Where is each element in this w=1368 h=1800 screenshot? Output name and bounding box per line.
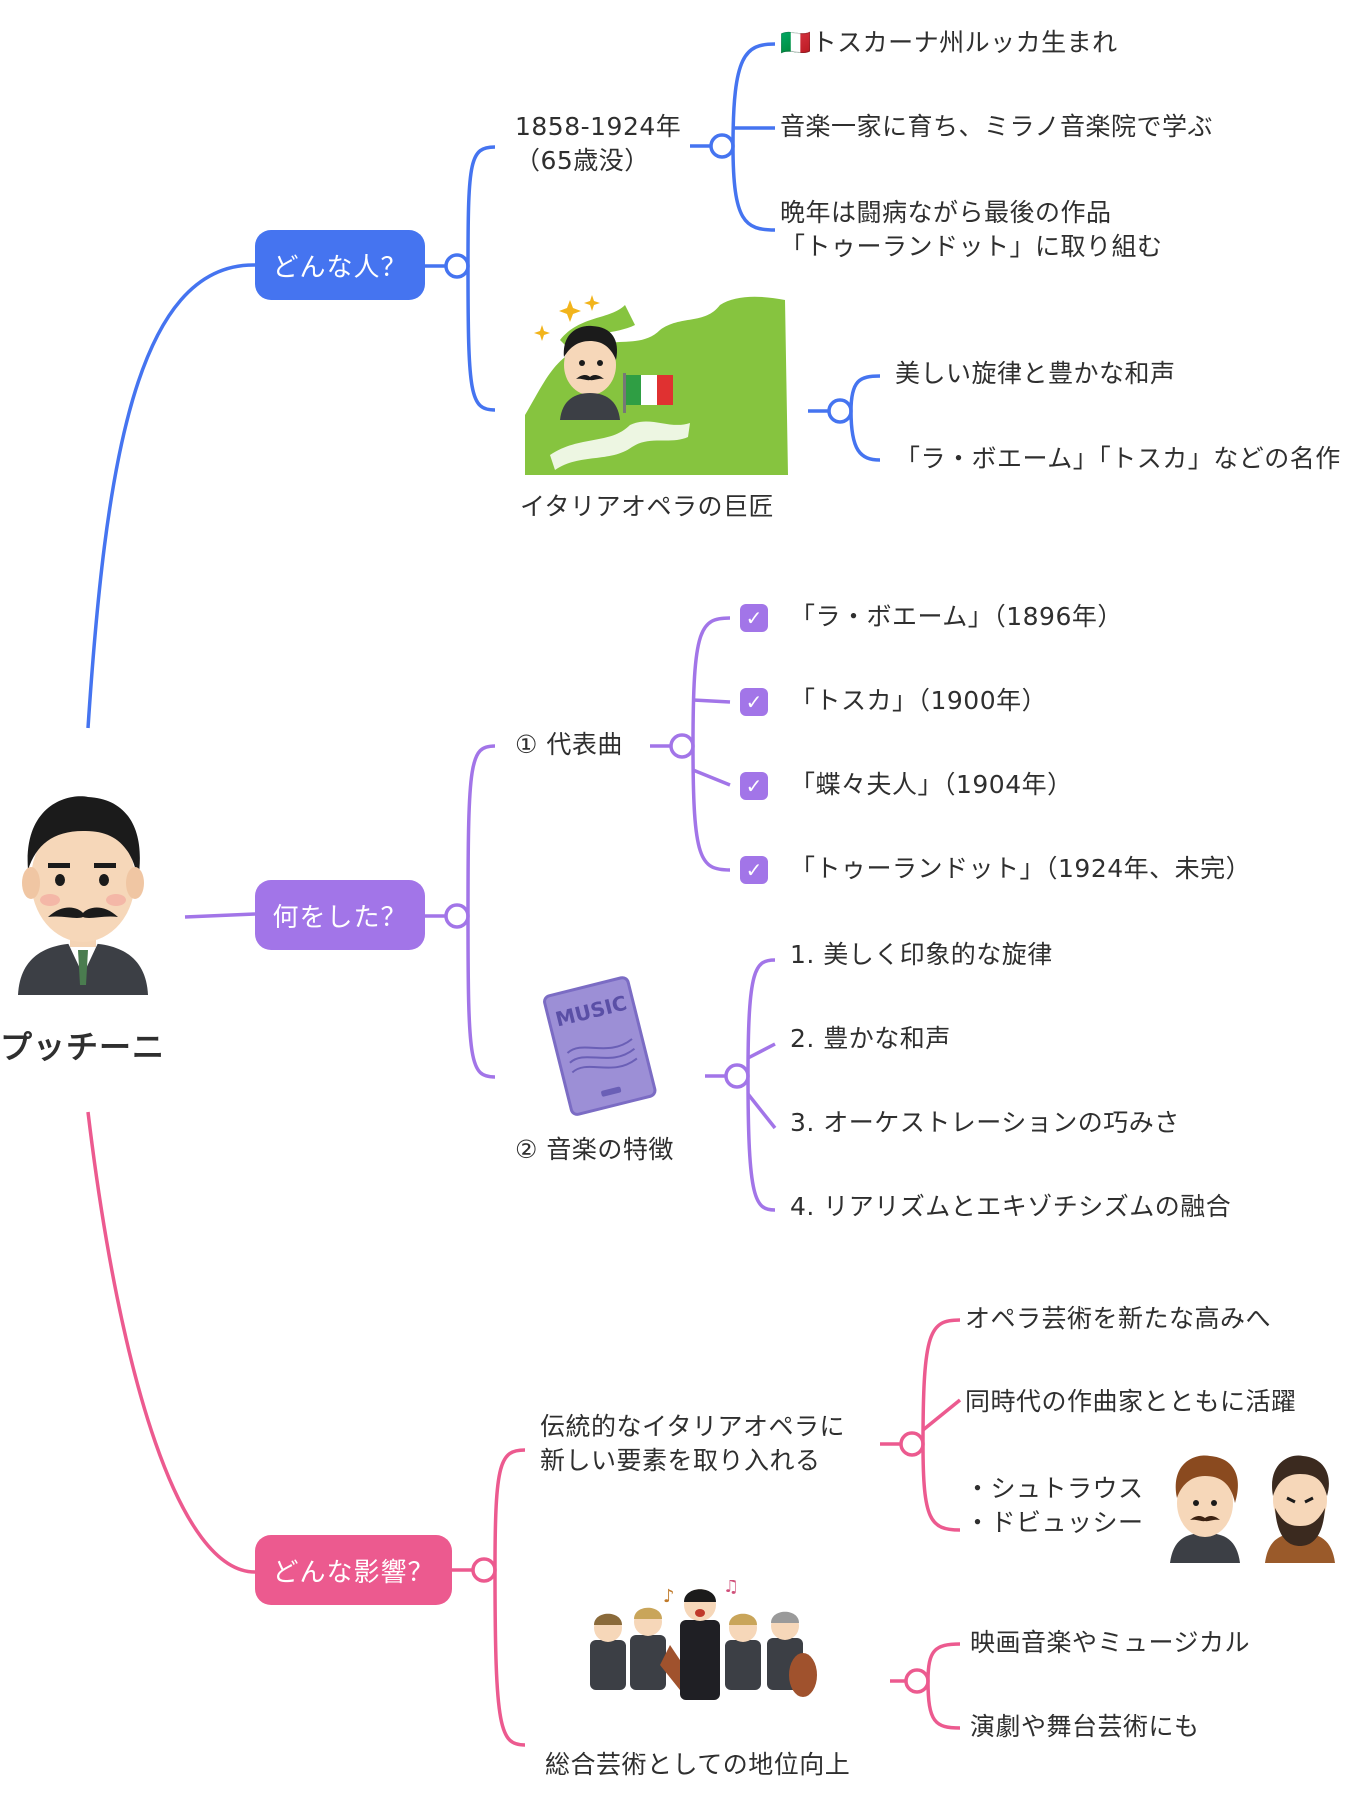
node-strauss-debussy[interactable]: ・シュトラウス ・ドビュッシー	[965, 1474, 1144, 1537]
topic-lifespan[interactable]: 1858-1924年 （65歳没）	[515, 112, 682, 175]
work-tosca[interactable]: 「トスカ」（1900年）	[790, 686, 1048, 715]
branch-influence[interactable]: どんな影響？	[255, 1535, 452, 1605]
feature-harmony[interactable]: 2. 豊かな和声	[790, 1024, 951, 1053]
feature-orchestration[interactable]: 3. オーケストレーションの巧みさ	[790, 1108, 1180, 1137]
node-film-musicals[interactable]: 映画音楽やミュージカル	[970, 1628, 1251, 1657]
branch-what[interactable]: 何をした？	[255, 880, 425, 950]
node-later-years[interactable]: 晩年は闘病ながら最後の作品 「トゥーランドット」に取り組む	[780, 198, 1163, 261]
node-masterpieces[interactable]: 「ラ・ボエーム」「トスカ」などの名作	[895, 444, 1341, 473]
topic-status-improvement[interactable]: 総合芸術としての地位向上	[545, 1750, 851, 1779]
root-topic[interactable]: プッチーニ	[0, 1028, 166, 1066]
checkbox-icon[interactable]: ✓	[740, 856, 768, 884]
topic-opera-master[interactable]: イタリアオペラの巨匠	[520, 492, 775, 521]
node-birthplace[interactable]: 🇮🇹トスカーナ州ルッカ生まれ	[780, 28, 1118, 57]
checkbox-icon[interactable]: ✓	[740, 772, 768, 800]
work-madama-butterfly[interactable]: 「蝶々夫人」（1904年）	[790, 770, 1073, 799]
puccini-portrait-icon	[18, 796, 148, 995]
work-la-boheme[interactable]: 「ラ・ボエーム」（1896年）	[790, 602, 1123, 631]
checkbox-icon[interactable]: ✓	[740, 604, 768, 632]
topic-musical-features[interactable]: ② 音楽の特徴	[515, 1135, 674, 1164]
italy-map-illustration-icon	[525, 295, 788, 475]
node-contemporaries[interactable]: 同時代の作曲家とともに活躍	[965, 1387, 1297, 1416]
checkbox-icon[interactable]: ✓	[740, 688, 768, 716]
svg-text:♫: ♫	[723, 1580, 739, 1597]
orchestra-illustration-icon: ♪ ♫	[590, 1580, 817, 1700]
feature-realism-exoticism[interactable]: 4. リアリズムとエキゾチシズムの融合	[790, 1192, 1232, 1221]
node-theater-arts[interactable]: 演劇や舞台芸術にも	[970, 1712, 1200, 1741]
composers-portrait-icon	[1170, 1455, 1335, 1563]
feature-melody[interactable]: 1. 美しく印象的な旋律	[790, 940, 1053, 969]
music-book-icon: MUSIC	[543, 976, 657, 1116]
node-education[interactable]: 音楽一家に育ち、ミラノ音楽院で学ぶ	[780, 112, 1214, 141]
svg-text:♪: ♪	[663, 1586, 675, 1607]
topic-new-elements[interactable]: 伝統的なイタリアオペラに 新しい要素を取り入れる	[540, 1412, 846, 1475]
node-melody-harmony[interactable]: 美しい旋律と豊かな和声	[895, 359, 1176, 388]
node-new-heights[interactable]: オペラ芸術を新たな高みへ	[965, 1304, 1272, 1333]
branch-who[interactable]: どんな人？	[255, 230, 425, 300]
work-turandot[interactable]: 「トゥーランドット」（1924年、未完）	[790, 854, 1252, 883]
topic-representative-works[interactable]: ① 代表曲	[515, 730, 623, 759]
